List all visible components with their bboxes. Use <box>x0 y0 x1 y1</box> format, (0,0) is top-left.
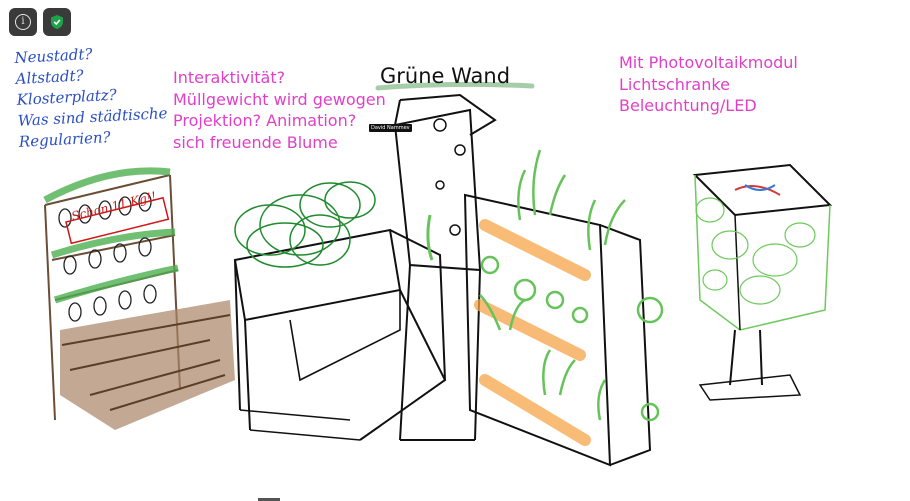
info-button[interactable]: i <box>9 8 37 36</box>
title-underline <box>375 81 535 91</box>
notes-features: Mit Photovoltaikmodul Lichtschranke Bele… <box>619 53 798 115</box>
shield-check-icon <box>51 15 63 29</box>
bench-sketch <box>43 167 235 430</box>
solar-bin-sketch <box>692 163 833 401</box>
bottom-scroll-indicator[interactable] <box>258 498 280 501</box>
handwritten-location-notes: Neustadt? Altstadt? Klosterplatz? Was si… <box>14 44 168 151</box>
column-sketch <box>393 93 497 441</box>
bin-sketch <box>233 181 447 441</box>
board-title: Grüne Wand <box>380 64 511 88</box>
info-icon: i <box>15 14 31 30</box>
security-button[interactable] <box>43 8 71 36</box>
notes-interactivity: Interaktivität? Müllgewicht wird gewogen… <box>173 68 386 152</box>
collaborator-cursor-label: David Nammev <box>369 124 412 132</box>
green-wall-sketch <box>463 149 664 467</box>
